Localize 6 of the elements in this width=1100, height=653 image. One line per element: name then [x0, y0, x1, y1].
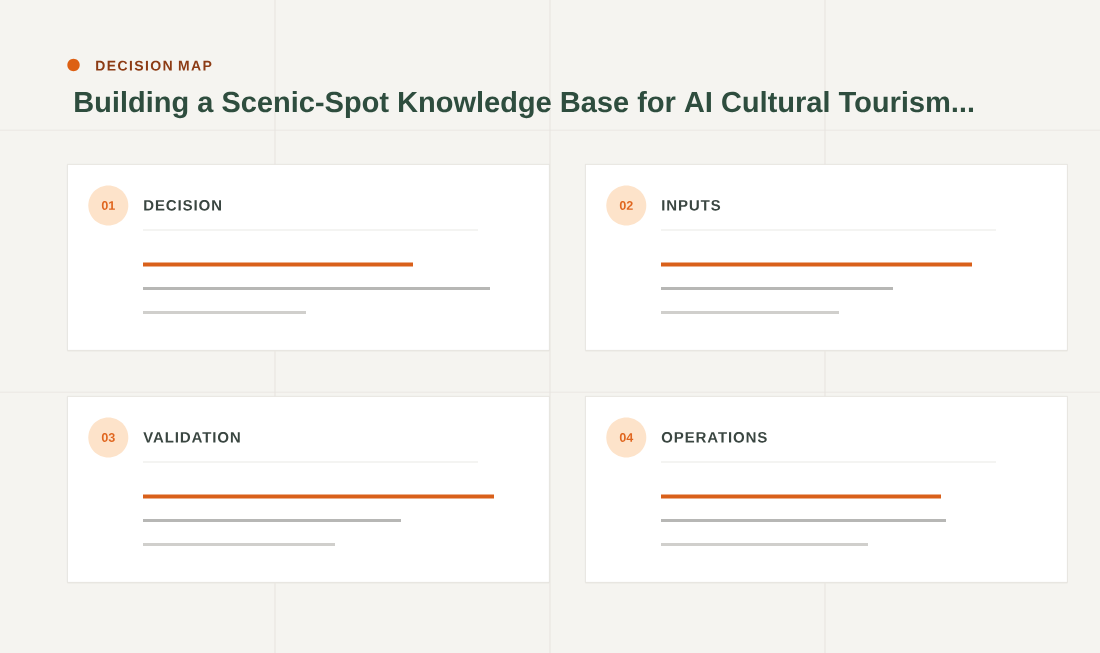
number-badge: 03: [88, 417, 129, 458]
number-badge: 02: [606, 185, 647, 226]
number-badge: 04: [606, 417, 647, 458]
title: Building a Scenic-Spot Knowledge Base for AI Cultural Tourism...: [75, 91, 974, 119]
eyebrow-label: DECISION MAP: [96, 60, 212, 71]
number-badge: 01: [88, 185, 129, 226]
